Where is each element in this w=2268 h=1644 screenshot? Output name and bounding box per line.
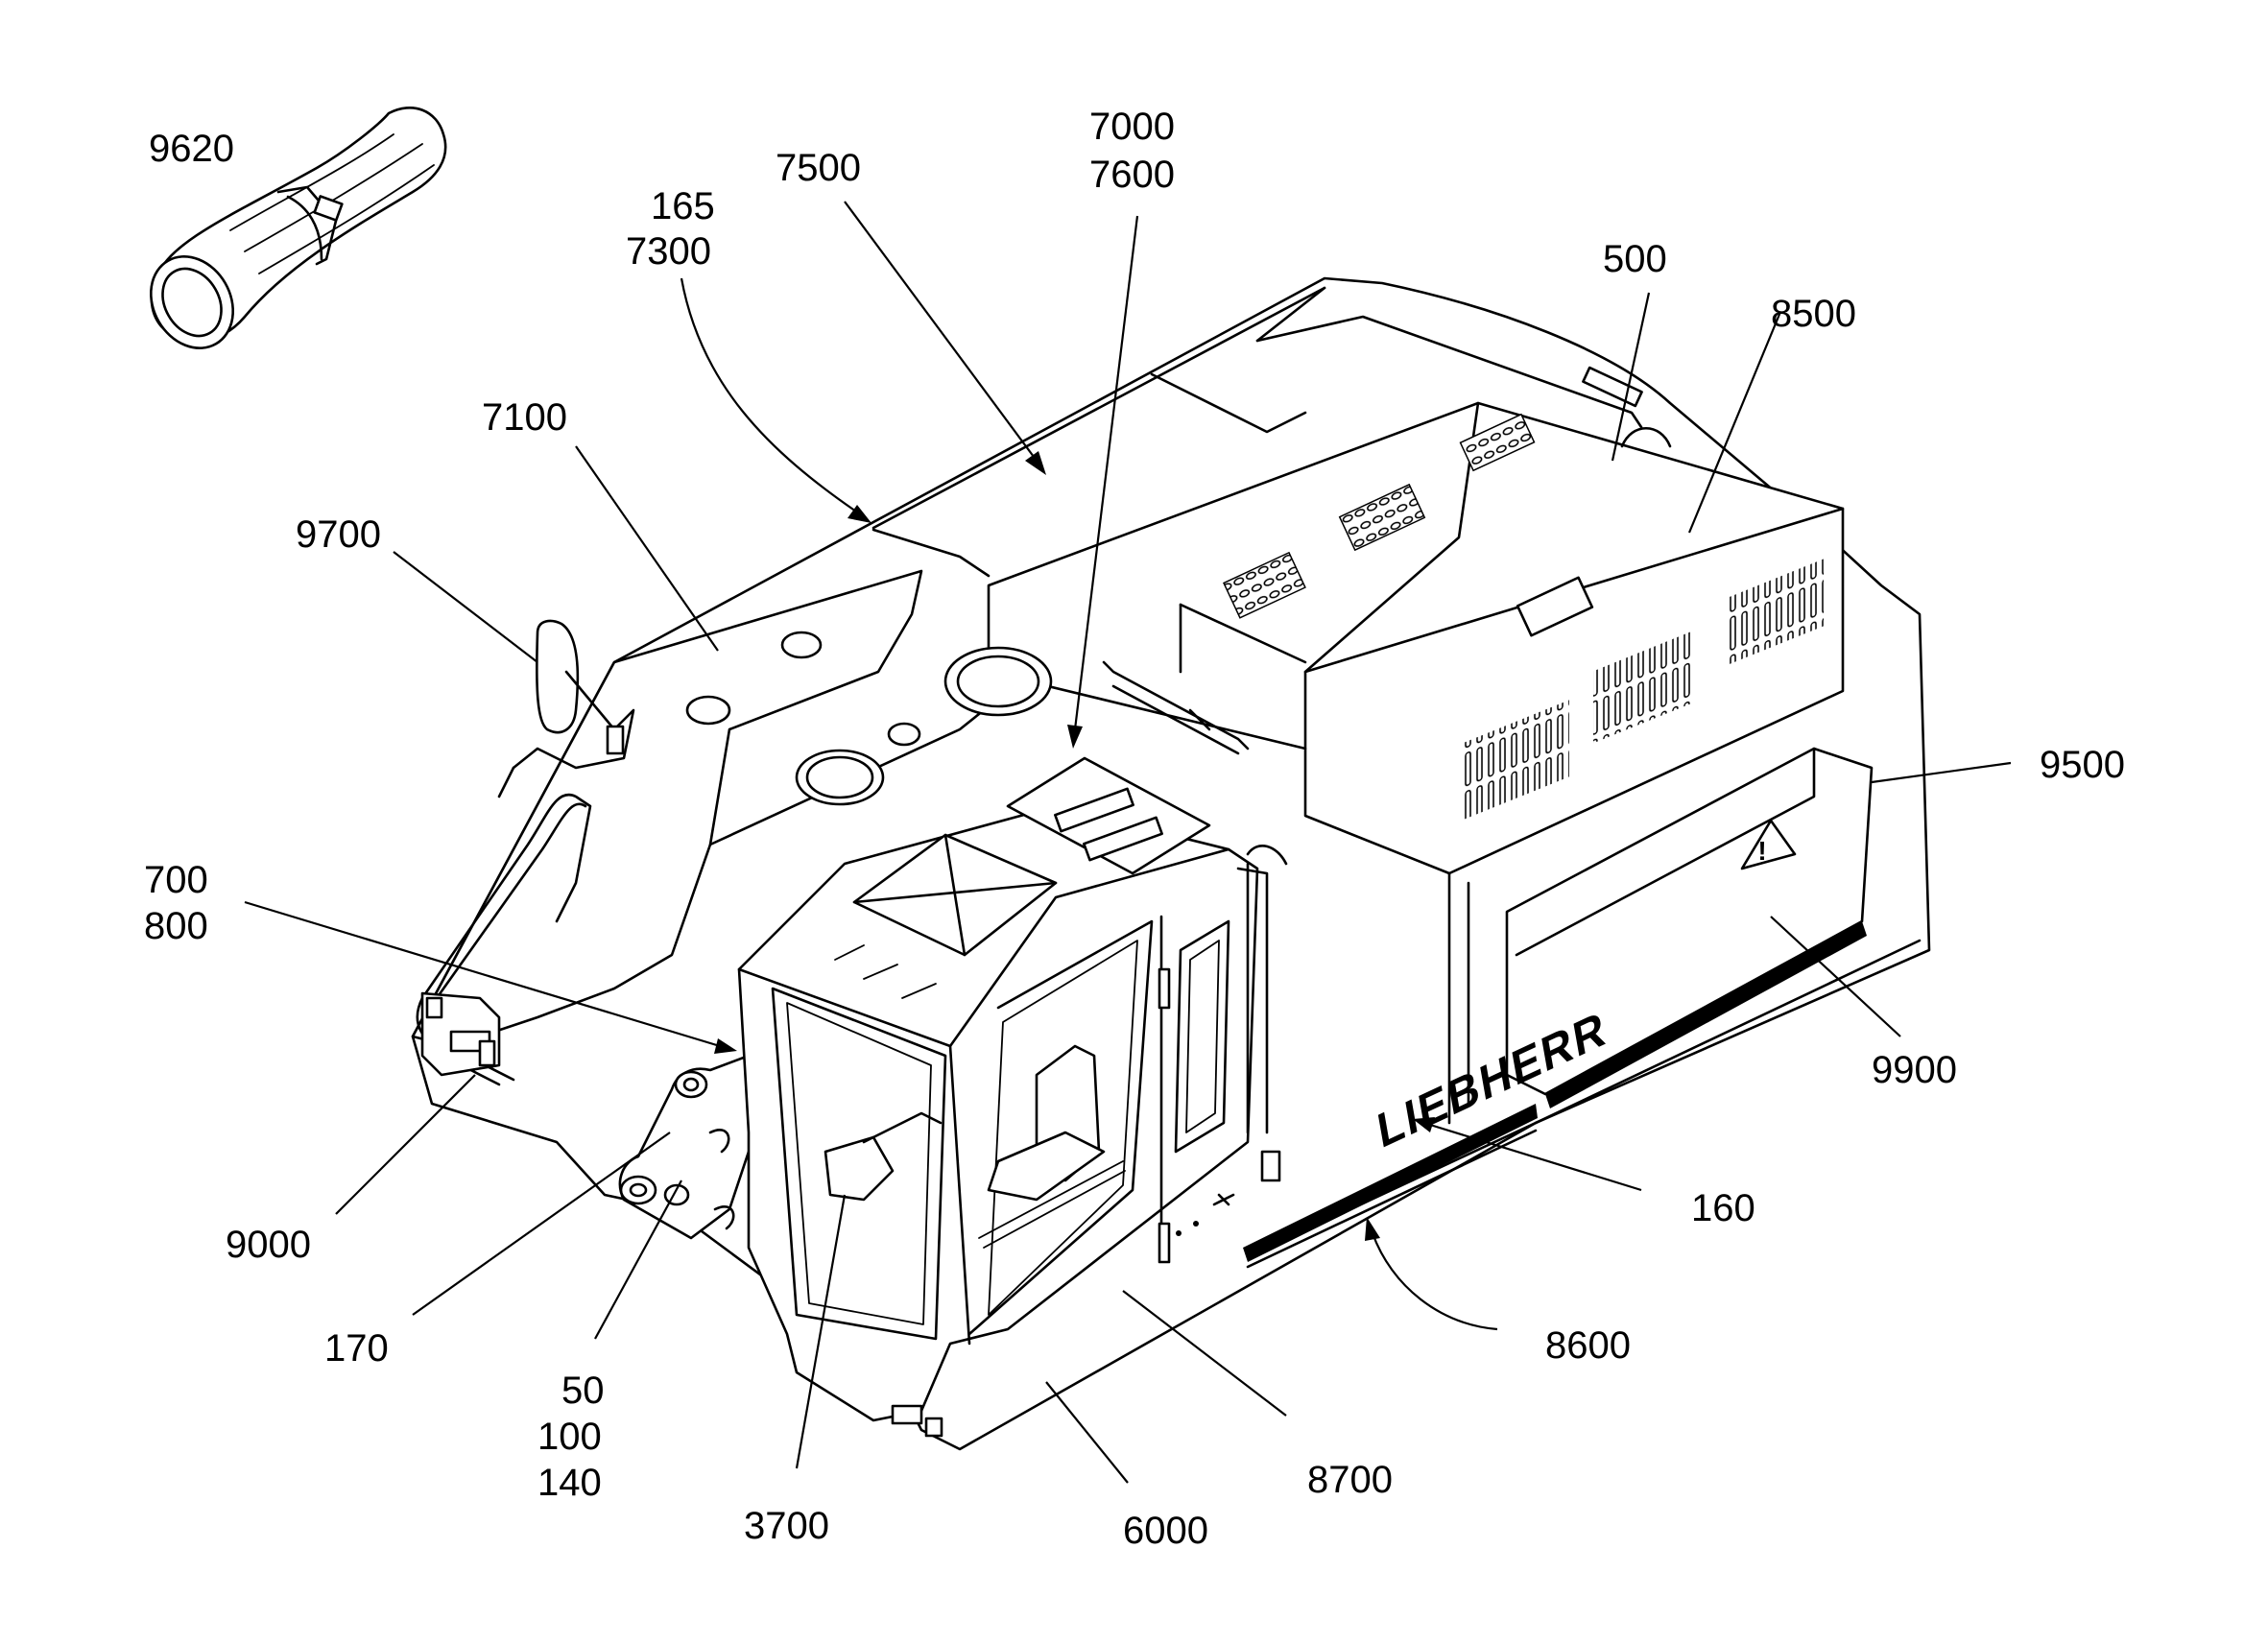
callout-7300: 7300 (626, 230, 711, 273)
callout-8600: 8600 (1545, 1324, 1631, 1367)
operator-cab (737, 756, 1288, 1438)
callout-8700: 8700 (1307, 1459, 1393, 1501)
callout-9700: 9700 (296, 513, 381, 556)
callout-165: 165 (651, 185, 715, 227)
callout-170: 170 (324, 1327, 389, 1370)
callout-100: 100 (537, 1416, 602, 1458)
engine-handrail (1102, 660, 1250, 755)
callout-9620: 9620 (149, 128, 234, 170)
svg-text:!: ! (1757, 836, 1766, 866)
document-roll-icon (149, 106, 447, 349)
callout-7600: 7600 (1089, 154, 1175, 196)
callout-7100: 7100 (482, 396, 567, 439)
warning-triangle-icon: ! (1740, 819, 1797, 870)
callout-3700: 3700 (744, 1505, 829, 1547)
leader-lines (244, 201, 2012, 1484)
callout-140: 140 (537, 1462, 602, 1504)
callout-800: 800 (144, 905, 208, 947)
callout-6000: 6000 (1123, 1510, 1208, 1552)
callout-labels: 9620 7500 165 7300 7000 7600 500 8500 71… (144, 106, 2125, 1552)
callout-7000: 7000 (1089, 106, 1175, 148)
callout-9000: 9000 (226, 1224, 311, 1266)
callout-9500: 9500 (2040, 744, 2125, 786)
callout-500: 500 (1603, 238, 1667, 280)
boom-pivot-bracket (618, 1054, 760, 1240)
callout-160: 160 (1691, 1187, 1755, 1229)
callout-9900: 9900 (1872, 1049, 1957, 1091)
callout-7500: 7500 (776, 147, 861, 189)
mirror-icon (497, 619, 635, 798)
callout-700: 700 (144, 859, 208, 901)
callout-50: 50 (561, 1370, 605, 1412)
callout-8500: 8500 (1771, 293, 1856, 335)
